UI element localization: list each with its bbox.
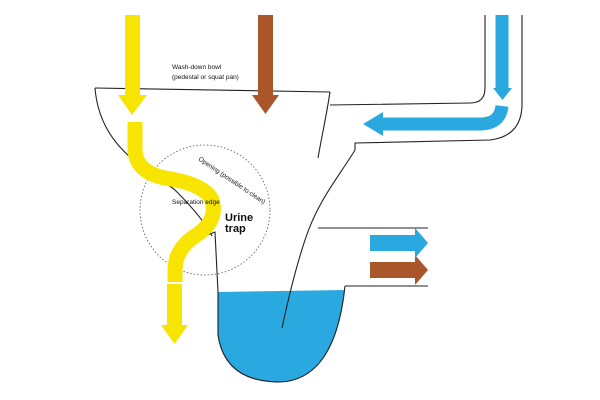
- label-bowl-subtitle: (pedestal or squat pan): [172, 74, 239, 81]
- water-pipe-arrow-head: [493, 88, 512, 100]
- feces-inlet-arrow-shaft: [258, 15, 273, 95]
- urine-outlet-arrow-shaft: [167, 284, 182, 325]
- flush-pipe-inner: [354, 15, 523, 150]
- water-rinse-arrow-head: [363, 112, 383, 136]
- water-outlet-arrow: [370, 228, 428, 258]
- feces-flow: [252, 15, 428, 285]
- trap-water: [218, 290, 345, 382]
- trap-outline: [217, 285, 346, 383]
- water-flow: [363, 15, 512, 258]
- urine-flow: [118, 15, 221, 344]
- label-urine-trap-1: Urine: [225, 212, 253, 224]
- urine-trap-zone: [139, 144, 271, 276]
- label-urine-trap-2: trap: [225, 223, 246, 235]
- water-rinse-channel: [380, 104, 509, 131]
- flush-pipe-outer: [329, 15, 486, 106]
- feces-inlet-arrow-head: [252, 95, 279, 114]
- bowl-right-wall: [317, 91, 331, 159]
- urine-inlet-arrow-head: [118, 95, 147, 115]
- urine-channel: [127, 122, 221, 282]
- urine-outlet-arrow-head: [161, 325, 188, 344]
- feces-outlet-arrow: [370, 255, 428, 285]
- label-separation-edge: Separation edge: [172, 199, 220, 206]
- label-bowl-title: Wash-down bowl: [172, 64, 222, 71]
- bowl-left-wall: [94, 87, 213, 237]
- urine-inlet-arrow-shaft: [125, 15, 140, 95]
- bowl-inner-slope: [281, 149, 356, 329]
